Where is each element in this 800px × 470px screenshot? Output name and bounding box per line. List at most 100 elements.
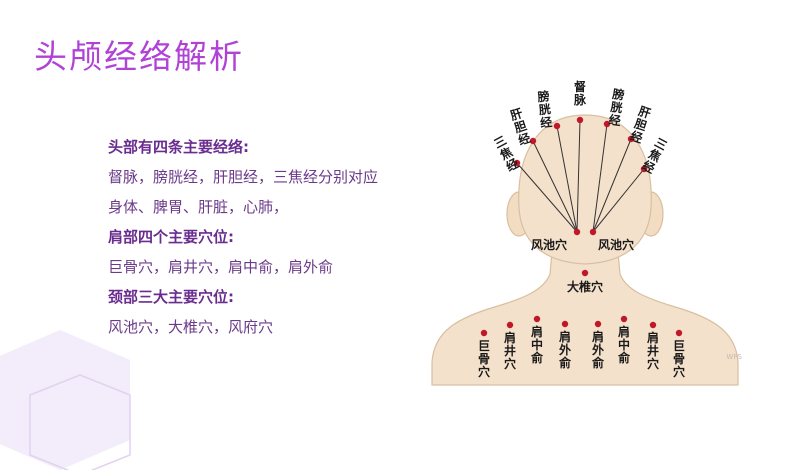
svg-text:肝: 肝 <box>508 105 524 123</box>
section-heading: 肩部四个主要穴位: <box>108 228 234 246</box>
svg-text:俞: 俞 <box>558 355 572 370</box>
meridian-line <box>592 123 608 233</box>
shoulder-label: 巨骨穴 <box>673 339 685 379</box>
svg-text:外: 外 <box>592 342 604 357</box>
meridian-label: 督脉 <box>573 80 587 107</box>
svg-text:穴: 穴 <box>647 356 659 371</box>
svg-text:胆: 胆 <box>633 115 649 133</box>
meridian-label: 三焦经 <box>492 133 521 174</box>
svg-text:俞: 俞 <box>617 350 631 365</box>
svg-text:中: 中 <box>618 337 630 352</box>
svg-text:穴: 穴 <box>673 364 685 379</box>
meridian-point <box>513 159 521 167</box>
svg-text:焦: 焦 <box>645 145 664 164</box>
svg-text:穴: 穴 <box>504 356 516 371</box>
svg-text:肩: 肩 <box>647 330 659 345</box>
meridian-line <box>592 168 645 233</box>
meridian-labels: 三焦经肝胆经膀胱经督脉膀胱经肝胆经三焦经 <box>492 80 670 176</box>
svg-text:经: 经 <box>608 112 622 129</box>
meridian-lines <box>516 119 645 233</box>
shoulder-point <box>533 315 541 323</box>
body-text: 风池穴，大椎穴，风府穴 <box>108 318 274 336</box>
watermark: WPS <box>726 353 742 361</box>
svg-text:巨: 巨 <box>673 339 685 353</box>
head-shape <box>518 114 652 265</box>
svg-text:中: 中 <box>531 337 543 352</box>
svg-text:膀: 膀 <box>610 86 625 103</box>
head-figure <box>431 114 739 386</box>
meridian-line <box>592 138 632 233</box>
shoulder-point <box>675 329 683 337</box>
shoulder-point <box>561 320 569 328</box>
body-text: 身体、脾胃、肝脏，心肺， <box>108 198 289 216</box>
meridian-point <box>603 120 611 128</box>
meridian-point <box>640 165 648 173</box>
section-heading: 颈部三大主要穴位: <box>108 288 234 306</box>
meridian-label: 膀胱经 <box>608 86 626 129</box>
meridian-line <box>516 162 578 233</box>
svg-text:胱: 胱 <box>538 101 552 117</box>
svg-text:经: 经 <box>516 130 532 148</box>
dazhui-point <box>581 269 589 277</box>
svg-text:骨: 骨 <box>673 352 685 366</box>
svg-text:俞: 俞 <box>591 355 605 370</box>
meridian-point <box>553 122 561 130</box>
neck-acupoints: 风池穴风池穴大椎穴 <box>531 228 634 294</box>
shoulder-label: 肩井穴 <box>504 330 516 371</box>
svg-text:肩: 肩 <box>504 330 516 345</box>
meridian-diagram: 三焦经肝胆经膀胱经督脉膀胱经肝胆经三焦经 风池穴风池穴大椎穴 巨骨穴肩井穴肩中俞… <box>431 80 739 386</box>
shoulder-point <box>506 321 514 329</box>
svg-text:俞: 俞 <box>530 350 544 365</box>
shoulder-point <box>620 315 628 323</box>
svg-text:肩: 肩 <box>531 324 543 339</box>
svg-text:骨: 骨 <box>478 352 490 366</box>
text-block: 头部有四条主要经络: 督脉，膀胱经，肝胆经，三焦经分别对应身体、脾胃、肝脏，心肺，… <box>108 132 428 342</box>
svg-text:三: 三 <box>492 133 509 151</box>
meridian-label: 膀胱经 <box>536 88 553 130</box>
svg-text:焦: 焦 <box>496 144 515 163</box>
meridian-line <box>556 125 578 233</box>
meridian-dots <box>513 116 648 173</box>
meridian-line <box>576 119 581 233</box>
body-text: 督脉，膀胱经，肝胆经，三焦经分别对应 <box>108 168 379 186</box>
meridian-point <box>627 135 635 143</box>
svg-text:肝: 肝 <box>637 103 653 121</box>
meridian-line <box>532 140 578 233</box>
svg-text:胱: 胱 <box>610 99 624 116</box>
svg-text:井: 井 <box>504 343 516 358</box>
svg-text:井: 井 <box>647 343 659 358</box>
shoulder-label: 肩井穴 <box>647 330 659 371</box>
meridian-label: 三焦经 <box>640 135 669 176</box>
svg-text:胆: 胆 <box>512 117 528 135</box>
svg-text:外: 外 <box>559 342 571 357</box>
shoulder-label: 肩中俞 <box>617 324 631 365</box>
fengchi-point <box>573 228 581 236</box>
fengchi-label-right: 风池穴 <box>598 237 634 252</box>
svg-text:脉: 脉 <box>573 92 587 107</box>
shoulder-point <box>594 320 602 328</box>
fengchi-point <box>589 228 597 236</box>
shoulder-label: 肩中俞 <box>530 324 544 365</box>
meridian-point <box>576 116 584 124</box>
meridian-label: 肝胆经 <box>629 103 653 146</box>
shoulder-point <box>480 329 488 337</box>
svg-text:督: 督 <box>574 80 586 94</box>
svg-text:肩: 肩 <box>618 324 630 339</box>
decorative-hexagon <box>0 330 131 470</box>
svg-text:穴: 穴 <box>478 364 490 379</box>
meridian-point <box>529 137 537 145</box>
shoulder-label: 肩外俞 <box>558 329 572 370</box>
shoulder-point <box>649 321 657 329</box>
svg-text:膀: 膀 <box>536 88 551 104</box>
svg-text:经: 经 <box>539 114 553 130</box>
dazhui-label: 大椎穴 <box>567 279 603 294</box>
body-text: 巨骨穴，肩井穴，肩中俞，肩外俞 <box>108 258 334 276</box>
section-heading: 头部有四条主要经络: <box>108 138 249 156</box>
svg-text:经: 经 <box>629 128 645 146</box>
page-title: 头颅经络解析 <box>34 37 244 76</box>
svg-text:三: 三 <box>652 135 669 153</box>
svg-text:肩: 肩 <box>592 329 604 344</box>
svg-text:巨: 巨 <box>478 339 490 353</box>
shoulder-label: 巨骨穴 <box>478 339 490 379</box>
